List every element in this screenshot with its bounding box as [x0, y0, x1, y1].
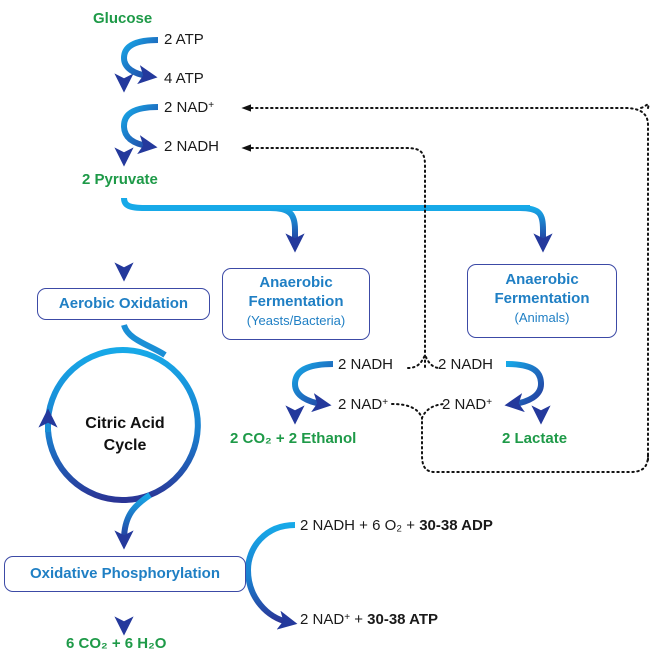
box-title-line2: Fermentation [248, 293, 344, 310]
plus-separator: + [350, 611, 368, 628]
glucose-label: Glucose [93, 10, 153, 27]
nad-text: 2 NAD [300, 611, 345, 628]
atp-input-label: 2 ATP [164, 31, 204, 48]
anaerobic-yeast-box: Anaerobic Fermentation (Yeasts/Bacteria) [222, 268, 370, 340]
nad-text: 2 NAD [164, 99, 209, 116]
nad-text: 2 NAD [338, 396, 383, 413]
plus-sup: + [382, 397, 389, 408]
cycle-line2: Cycle [103, 437, 147, 454]
box-subtitle: (Yeasts/Bacteria) [246, 313, 346, 328]
nad-recycle-dotted-lines [245, 104, 650, 473]
pyruvate-branch-arrows [114, 195, 553, 282]
oxphos-product-label: 6 CO₂ + 6 H₂O [66, 635, 167, 652]
glycolysis-arrow-1 [114, 30, 159, 93]
box-title-line2: Fermentation [494, 290, 590, 307]
oxphos-curved-arrow [244, 522, 298, 630]
animal-fermentation-arrow [504, 357, 551, 425]
nadh-output-label: 2 NADH [164, 138, 220, 155]
yeast-nadh-label: 2 NADH [338, 356, 394, 373]
glycolysis-arrow-2 [114, 100, 159, 167]
yeast-fermentation-arrow [285, 357, 334, 425]
oxidative-phosphorylation-box: Oxidative Phosphorylation [4, 556, 246, 592]
anaerobic-animal-box: Anaerobic Fermentation (Animals) [467, 264, 617, 338]
pyruvate-label: 2 Pyruvate [82, 171, 158, 188]
animal-nadh-label: 2 NADH [438, 356, 494, 373]
lactate-label: 2 Lactate [502, 430, 568, 447]
plus-sup: + [344, 612, 351, 623]
oxphos-input-bold: 30-38 ADP [419, 517, 493, 534]
oxphos-output-label: 2 NAD+ + 30-38 ATP [300, 611, 438, 629]
oxphos-input-plain: 2 NADH + 6 O₂ + [300, 517, 420, 534]
citric-acid-cycle-ring [38, 323, 201, 550]
citric-acid-cycle-label: Citric Acid Cycle [60, 413, 190, 457]
oxphos-input-label: 2 NADH + 6 O₂ + 30-38 ADP [300, 517, 493, 535]
plus-sup: + [208, 100, 215, 111]
animal-nad-label: 2 NAD+ [442, 396, 492, 414]
yeast-product-label: 2 CO₂ + 2 Ethanol [230, 430, 357, 447]
yeast-nad-label: 2 NAD+ [338, 396, 388, 414]
cycle-line1: Citric Acid [85, 415, 165, 432]
nad-text: 2 NAD [442, 396, 487, 413]
box-title-line1: Anaerobic [505, 271, 579, 288]
nad-input-label: 2 NAD+ [164, 99, 214, 117]
atp-output-label: 4 ATP [164, 70, 204, 87]
oxphos-output-bold: 30-38 ATP [367, 611, 439, 628]
box-subtitle: (Animals) [514, 310, 570, 325]
aerobic-oxidation-box: Aerobic Oxidation [37, 288, 210, 320]
box-title-line1: Anaerobic [259, 274, 333, 291]
plus-sup: + [486, 397, 493, 408]
